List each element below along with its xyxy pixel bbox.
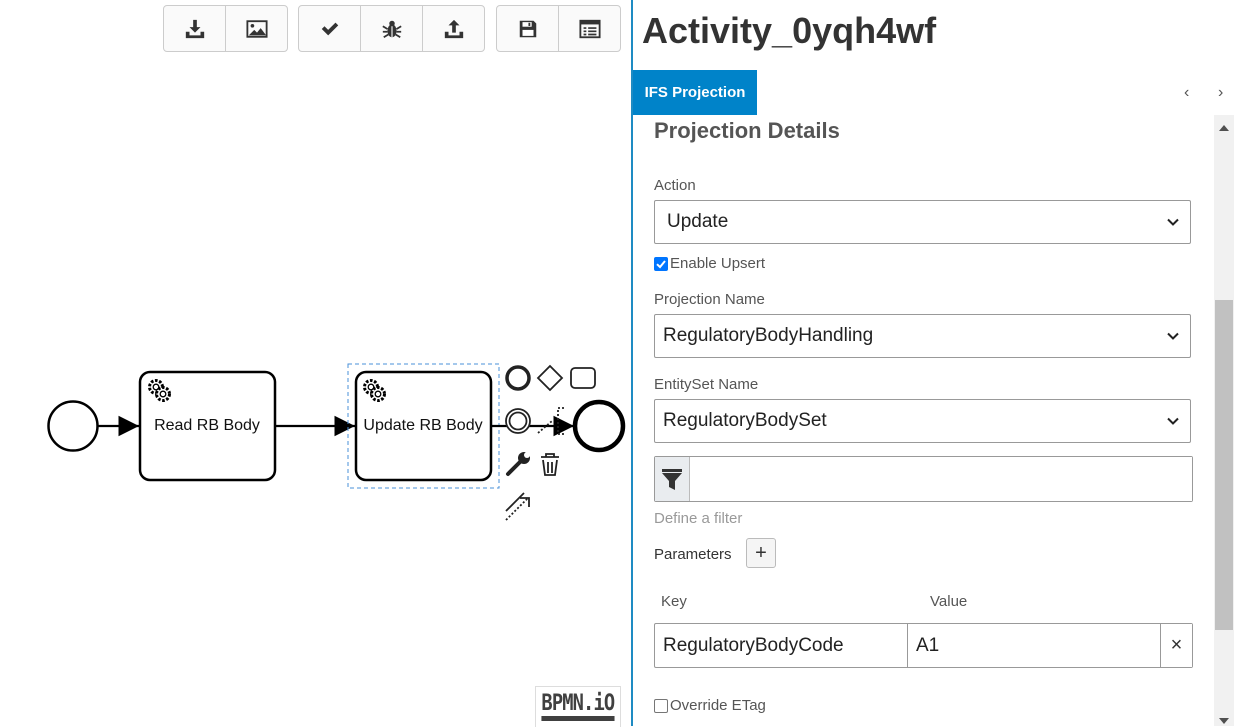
chevron-down-icon [1167,332,1179,340]
image-icon [245,19,268,38]
bpmn-diagram [47,363,626,521]
override-etag-label: Override ETag [670,697,766,714]
element-title: Activity_0yqh4wf [642,10,937,51]
download-icon [185,19,204,38]
scrollbar[interactable] [1214,115,1234,726]
start-event[interactable] [47,400,99,452]
entityset-name-value: RegulatoryBodySet [663,410,827,431]
append-task-icon[interactable] [570,367,596,389]
filter-row [654,456,1193,502]
value-column-header: Value [930,593,968,610]
remove-parameter-button[interactable]: × [1161,624,1192,667]
download-button[interactable] [164,6,226,51]
parameters-label: Parameters [654,546,732,563]
enable-upsert-row[interactable]: Enable Upsert [654,255,765,272]
append-intermediate-event-icon[interactable] [505,408,531,434]
add-parameter-button[interactable]: + [746,538,776,568]
gear-icon [363,379,386,402]
parameter-key-input[interactable]: RegulatoryBodyCode [655,624,908,667]
bpmn-io-logo-text: BPMN.iO [541,693,615,721]
toolbar-export-group [163,5,288,52]
bug-icon [381,20,402,38]
scroll-down-arrow-icon[interactable] [1219,718,1229,724]
projection-name-select[interactable]: RegulatoryBodyHandling [654,314,1191,358]
parameter-row: RegulatoryBodyCode A1 × [654,623,1193,668]
chevron-down-icon [1167,417,1179,425]
list-icon [578,19,601,38]
filter-icon [662,469,682,490]
tab-scroll-right-button[interactable]: › [1218,84,1224,101]
tab-scroll-left-button[interactable]: ‹ [1184,84,1190,101]
modeler-canvas[interactable]: Read RB Body Update RB Body BPMN.iO [0,0,631,727]
filter-hint: Define a filter [654,510,743,527]
end-event[interactable] [572,399,626,453]
task-label-update: Update RB Body [363,417,483,434]
action-select-value: Update [667,211,729,232]
upload-icon [444,19,463,38]
enable-upsert-checkbox[interactable] [654,256,668,271]
action-select[interactable]: Update [654,200,1191,244]
connect-icon[interactable] [505,492,530,521]
properties-panel: Activity_0yqh4wf IFS Projection ‹ › Proj… [631,0,1234,726]
toolbar-validate-group [298,5,485,52]
scroll-up-arrow-icon[interactable] [1219,125,1229,131]
toolbar-file-group [496,5,621,52]
override-etag-row[interactable]: Override ETag [654,697,766,714]
projection-name-label: Projection Name [654,291,765,308]
gear-icon [148,379,171,402]
key-column-header: Key [661,593,687,610]
checkmark-icon [656,259,666,268]
section-title: Projection Details [654,118,840,143]
export-image-button[interactable] [226,6,287,51]
append-end-event-icon[interactable] [505,365,531,391]
wrench-icon[interactable] [506,452,530,476]
tab-ifs-projection[interactable]: IFS Projection [633,70,757,115]
filter-button[interactable] [655,457,690,501]
entityset-name-select[interactable]: RegulatoryBodySet [654,399,1191,443]
service-task-update-rb-body[interactable] [354,370,493,482]
text-annotation-icon[interactable] [537,407,564,435]
context-pad [505,364,596,521]
action-label: Action [654,177,696,194]
bpmn-io-logo[interactable]: BPMN.iO [535,686,621,727]
scrollbar-thumb[interactable] [1215,300,1233,630]
projection-name-value: RegulatoryBodyHandling [663,325,874,346]
save-button[interactable] [497,6,559,51]
properties-list-button[interactable] [559,6,620,51]
entityset-name-label: EntitySet Name [654,376,759,393]
deploy-button[interactable] [423,6,484,51]
validate-button[interactable] [299,6,361,51]
properties-scroll-area[interactable]: Projection Details Action Update Enable … [633,115,1234,726]
debug-button[interactable] [361,6,423,51]
chevron-down-icon [1167,218,1179,226]
check-icon [321,22,338,35]
trash-icon[interactable] [541,453,559,476]
save-icon [519,20,536,37]
enable-upsert-label: Enable Upsert [670,255,766,272]
override-etag-checkbox[interactable] [654,698,668,713]
append-gateway-icon[interactable] [536,364,564,392]
parameter-value-input[interactable]: A1 [908,624,1161,667]
task-label-read: Read RB Body [154,417,260,434]
filter-input[interactable] [690,457,1192,501]
